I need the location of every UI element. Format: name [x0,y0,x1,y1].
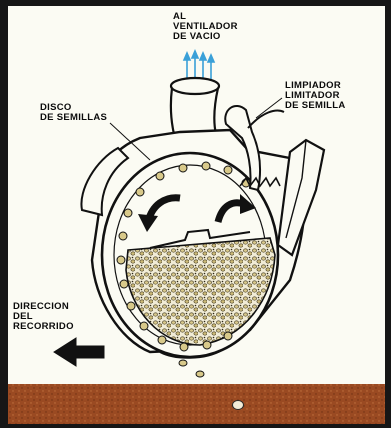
label-direction-line3: RECORRIDO [13,322,74,332]
vacuum-pipe-opening [171,78,219,94]
seed-in-soil [232,400,244,410]
label-seed-disk: DISCO DE SEMILLAS [40,103,107,123]
label-travel-direction: DIRECCION DEL RECORRIDO [13,302,74,332]
label-seed-cleaner: LIMPIADOR LIMITADOR DE SEMILLA [285,81,346,111]
label-disk-line2: DE SEMILLAS [40,113,107,123]
label-vacuum-line3: DE VACIO [173,32,238,42]
soil-strip [8,384,385,424]
label-cleaner-line3: DE SEMILLA [285,101,346,111]
label-vacuum-fan: AL VENTILADOR DE VACIO [173,12,238,42]
